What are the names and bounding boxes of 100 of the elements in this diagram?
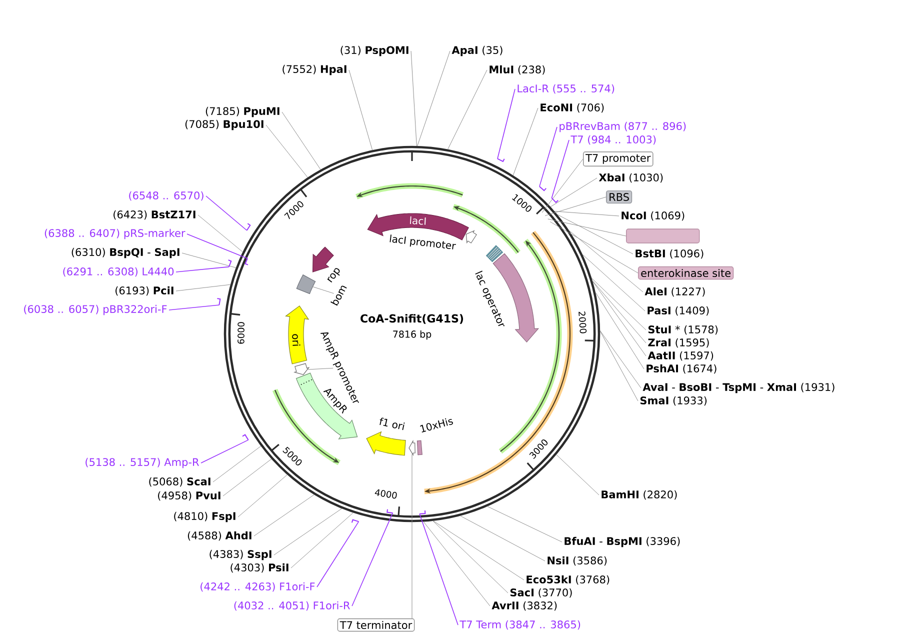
leader-line: [432, 520, 524, 580]
leader-line: [410, 50, 417, 146]
site-label: XbaI (1030): [598, 173, 663, 183]
leader-line: [206, 196, 248, 231]
site-label: StuI* (1578): [648, 325, 718, 335]
leader-line: [290, 512, 354, 568]
leader-line: [486, 506, 562, 542]
site-label: BstBI (1096): [636, 249, 704, 259]
leader-line: [568, 230, 644, 292]
primer-label: (6291 .. 6308) L4440: [63, 267, 174, 277]
leader-line: [460, 515, 546, 562]
leader-line: [307, 368, 334, 370]
site-label: ZraI (1595): [648, 338, 709, 348]
primer-label: (4242 .. 4263) F1ori-F: [200, 582, 315, 592]
site-label: (6310) BspQI - SapI: [72, 248, 180, 258]
site-label: (4383) SspI: [210, 550, 272, 560]
site-label: BamHI (2820): [602, 490, 677, 500]
feature-tag: T7 promoter: [583, 152, 654, 166]
leader-line: [176, 284, 231, 292]
leader-line: [312, 286, 334, 294]
site-label: AvaI - BsoBI - TspMI - XmaI (1931): [642, 382, 834, 394]
feature-tag: T7 terminator: [337, 618, 415, 632]
leader-line: [348, 70, 373, 150]
site-label: (4303) PsiI: [230, 563, 288, 573]
leader-line: [542, 158, 584, 213]
site-label: PshAI (1674): [646, 364, 716, 374]
site-label: BfuAI - BspMI (3396): [564, 536, 680, 548]
feature-label: bom: [330, 286, 347, 306]
tick-label: 2000: [578, 312, 587, 334]
leader-line: [595, 292, 644, 370]
leader-line: [254, 494, 315, 536]
tick-label: 6000: [238, 322, 244, 344]
feature-tag: enterokinase site: [638, 266, 734, 280]
site-label: AvrII (3832): [492, 601, 557, 611]
site-label: (7185) PpuMI: [206, 106, 280, 118]
site-label: (4588) AhdI: [188, 531, 252, 541]
site-label: (31) PspOMI: [340, 46, 408, 56]
site-label: NcoI (1069): [622, 211, 684, 221]
leader-line: [548, 218, 626, 236]
leader-line: [448, 70, 488, 150]
leader-line: [198, 214, 244, 252]
leader-line: [512, 108, 538, 176]
leader-line: [539, 126, 558, 187]
map-title: CoA-Snifit(G41S): [360, 314, 464, 324]
leader-line: [352, 512, 394, 606]
site-label: AleI (1227): [644, 287, 705, 297]
site-label: SacI (3770): [510, 588, 572, 598]
site-label: ApaI (35): [452, 46, 502, 56]
leader-line: [556, 454, 600, 496]
primer-label: (4032 .. 4051) F1ori-R: [234, 601, 350, 611]
leader-line: [544, 196, 606, 216]
feature-label: rop: [327, 268, 340, 282]
leader-line: [423, 521, 490, 606]
leader-line: [186, 234, 248, 259]
sequence-length: 7816 bp: [393, 330, 432, 340]
leader-line: [550, 222, 638, 274]
leader-line: [238, 474, 288, 518]
site-label: MluI (238): [490, 65, 545, 75]
feature-label: f1 ori: [380, 418, 405, 430]
site-label: AatII (1597): [648, 351, 714, 361]
leader-line: [591, 278, 646, 330]
leader-line: [176, 266, 230, 272]
feature-tag: [626, 228, 700, 244]
primer-label: (6548 .. 6570): [129, 191, 204, 201]
primer-label: (5138 .. 5157) Amp-R: [86, 458, 199, 468]
primer-label: T7 (984 .. 1003): [570, 135, 656, 145]
site-label: SmaI (1933): [640, 396, 707, 406]
primer-label: (6038 .. 6057) pBR322ori-F: [24, 304, 167, 316]
primer-label: LacI-R (555 .. 574): [518, 84, 614, 94]
feature-tag: RBS: [606, 190, 632, 204]
leader-line: [168, 304, 220, 310]
leader-line: [274, 508, 342, 556]
leader-line: [282, 112, 321, 170]
site-label: (5068) ScaI: [149, 477, 210, 487]
leader-line: [222, 458, 272, 496]
site-label: NsiI (3586): [548, 556, 607, 566]
leader-line: [266, 124, 308, 178]
leader-line: [200, 440, 249, 464]
site-label: (7552) HpaI: [282, 64, 346, 76]
leader-line: [417, 50, 450, 146]
feature-band: ori: [285, 306, 310, 364]
primer-label: pBRrevBam (877 .. 896): [560, 122, 686, 132]
site-label: Eco53kI (3768): [526, 575, 610, 585]
leader-line: [419, 513, 458, 626]
site-label: (6193) PciI: [116, 286, 174, 296]
primer-label: T7 Term (3847 .. 3865): [460, 620, 580, 630]
leader-line: [551, 140, 570, 198]
leader-line: [582, 254, 646, 312]
feature-band: [294, 363, 310, 375]
leader-line: [316, 521, 360, 588]
tick-label: 4000: [374, 489, 397, 499]
leader-line: [182, 252, 236, 268]
site-label: EcoNI (706): [540, 103, 604, 113]
leader-line: [497, 88, 516, 160]
site-label: PasI (1409): [648, 306, 709, 316]
site-label: (4810) FspI: [174, 512, 236, 522]
primer-label: (6388 .. 6407) pRS-marker: [44, 228, 186, 240]
leader-line: [550, 178, 598, 208]
leader-line: [600, 330, 638, 402]
leader-line: [554, 211, 620, 216]
